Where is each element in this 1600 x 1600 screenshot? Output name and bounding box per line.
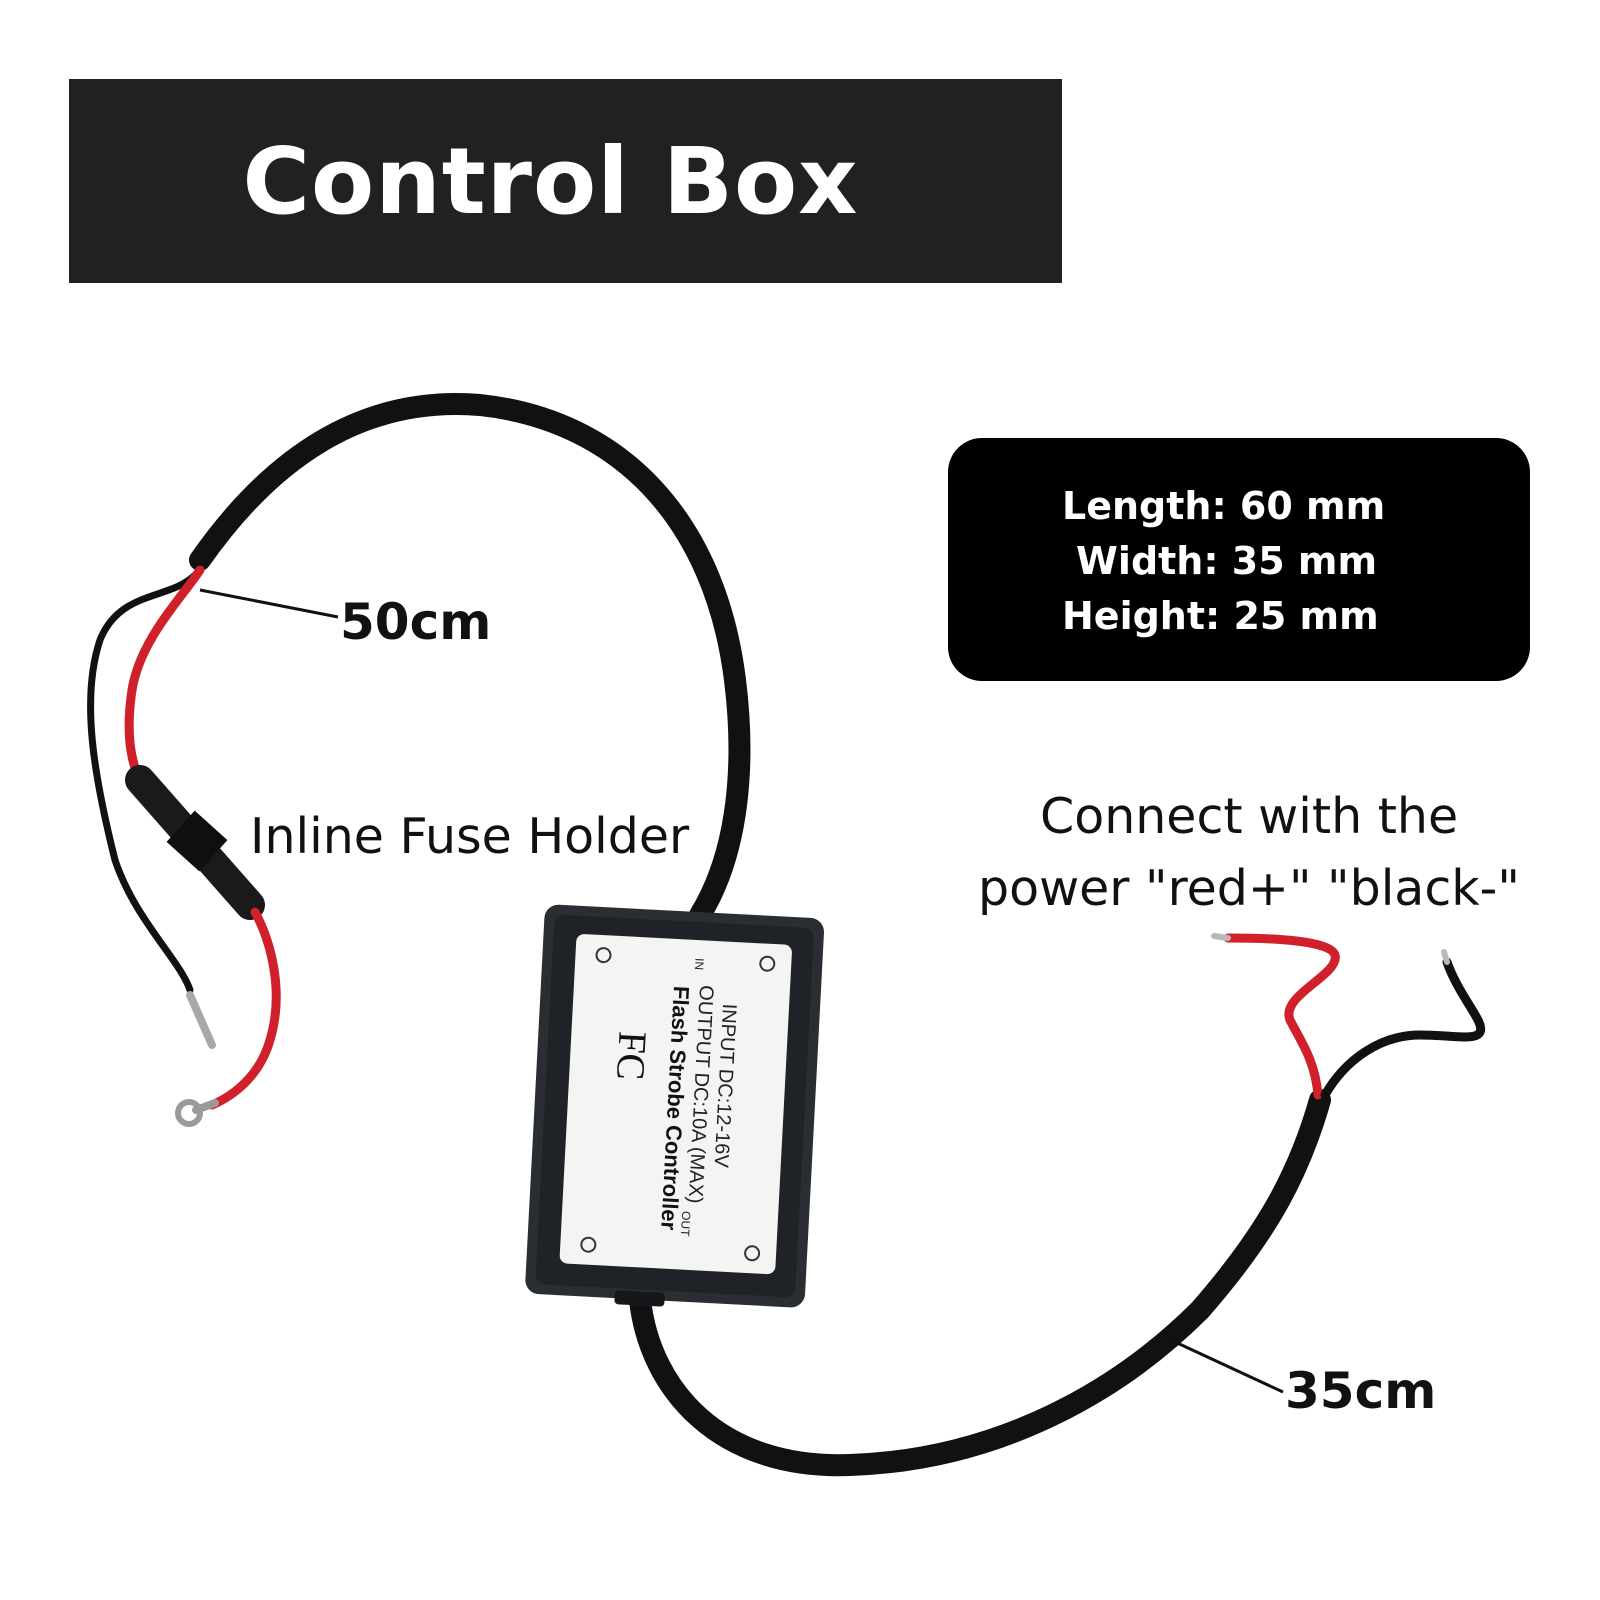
input-cable-length-label: 50cm (340, 593, 492, 651)
output-cable (629, 1089, 1331, 1477)
ring-terminal (175, 1099, 219, 1127)
fuse-red-wire (207, 907, 281, 1110)
height-dimension: Height: 25 mm (1062, 594, 1379, 638)
output-red-wire (1223, 933, 1340, 1100)
device-out-mark: OUT (678, 1211, 693, 1238)
input-cable (189, 393, 751, 926)
dimensions-box: Length: 60 mm Width: 35 mm Height: 25 mm (948, 438, 1530, 681)
leader-line-50cm (199, 588, 339, 619)
length-dimension: Length: 60 mm (1062, 484, 1386, 528)
output-cable-length-label: 35cm (1285, 1362, 1437, 1420)
leader-line-35cm (1159, 1333, 1284, 1394)
input-black-wire (87, 571, 199, 994)
connect-label-line2: power "red+" "black-" (978, 860, 1520, 917)
inline-fuse-holder (125, 765, 265, 920)
output-black-wire (1320, 957, 1485, 1100)
fuse-holder-label: Inline Fuse Holder (250, 808, 690, 865)
title-banner: Control Box (69, 79, 1062, 283)
page-title: Control Box (242, 127, 859, 235)
input-red-wire (124, 565, 205, 785)
fcc-logo: FC (608, 1030, 655, 1081)
width-dimension: Width: 35 mm (1076, 539, 1378, 583)
spade-terminal (186, 991, 216, 1049)
control-box-device: INPUT DC:12-16V OUTPUT DC:10A (MAX) Flas… (525, 904, 825, 1308)
device-in-mark: IN (692, 958, 707, 971)
connect-label-line1: Connect with the (1040, 788, 1459, 845)
